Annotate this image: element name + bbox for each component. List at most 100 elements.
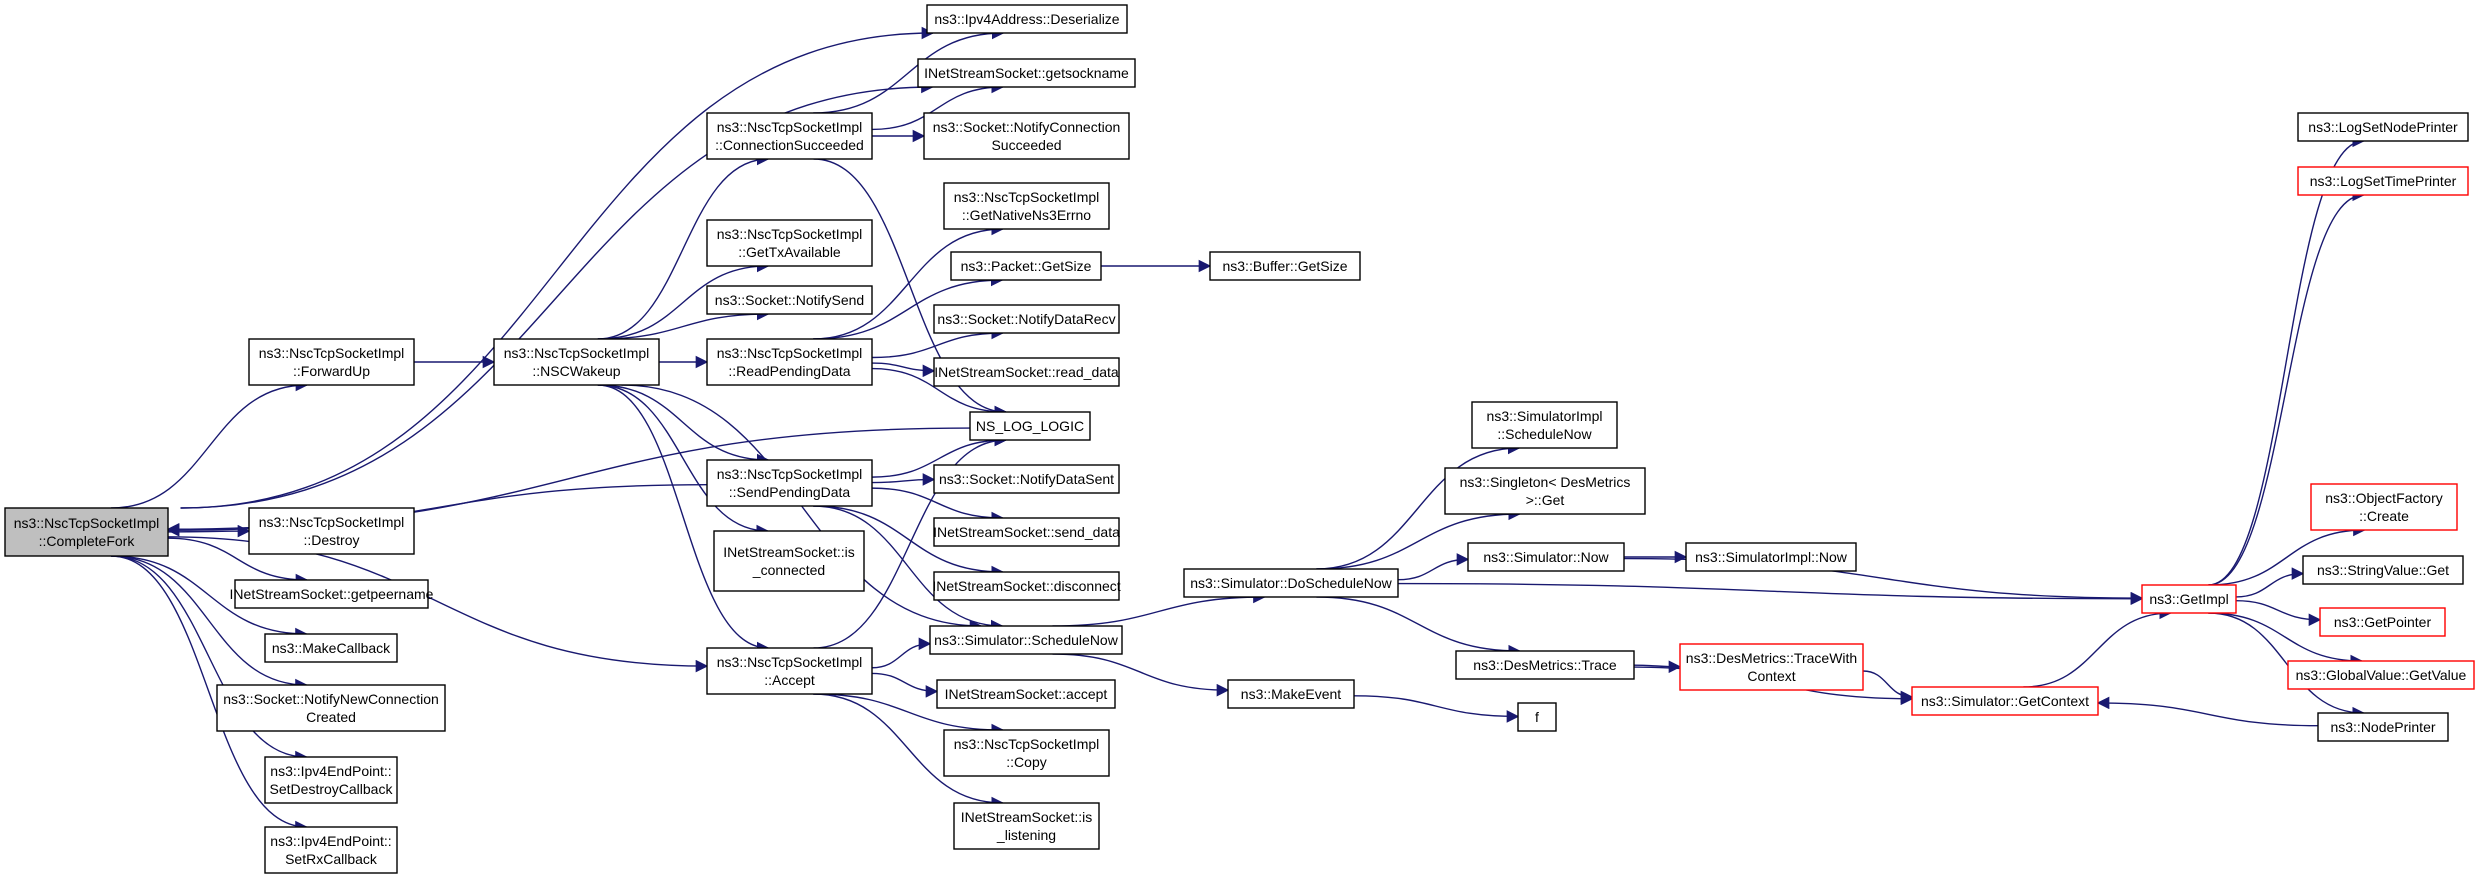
node-label: ns3::MakeCallback	[272, 640, 391, 656]
node-label: SetDestroyCallback	[270, 781, 394, 797]
node-simimpl-schedule-now[interactable]: ns3::SimulatorImpl::ScheduleNow	[1471, 401, 1618, 449]
node-label: ns3::GetImpl	[2149, 591, 2228, 607]
node-log-set-time-printer[interactable]: ns3::LogSetTimePrinter	[2297, 166, 2469, 196]
node-label: ::Accept	[764, 672, 815, 688]
edge-complete-fork-to-set-rx-cb	[110, 555, 308, 834]
edge-read-pending-to-native-errno	[813, 222, 1005, 340]
edge-send-pending-to-ns-log-logic	[871, 433, 1008, 478]
node-box	[943, 182, 1110, 230]
node-destroy[interactable]: ns3::NscTcpSocketImpl::Destroy	[248, 507, 415, 555]
node-nsc-copy[interactable]: ns3::NscTcpSocketImpl::Copy	[943, 729, 1110, 777]
edge-schedule-now-to-do-schedule-now	[1052, 590, 1266, 627]
node-get-impl[interactable]: ns3::GetImpl	[2141, 584, 2237, 614]
node-box	[1444, 467, 1646, 515]
node-get-pointer[interactable]: ns3::GetPointer	[2319, 607, 2446, 637]
node-getpeername[interactable]: INetStreamSocket::getpeername	[230, 579, 434, 609]
node-notify-data-recv[interactable]: ns3::Socket::NotifyDataRecv	[933, 304, 1120, 334]
node-node-printer[interactable]: ns3::NodePrinter	[2317, 712, 2449, 742]
node-label: ns3::MakeEvent	[1241, 686, 1341, 702]
node-is-connected[interactable]: INetStreamSocket::is_connected	[713, 530, 865, 592]
node-complete-fork[interactable]: ns3::NscTcpSocketImpl::CompleteFork	[4, 507, 169, 557]
node-label: ns3::Socket::NotifySend	[715, 292, 864, 308]
node-set-rx-cb[interactable]: ns3::Ipv4EndPoint::SetRxCallback	[264, 826, 398, 874]
node-label: ns3::Packet::GetSize	[961, 258, 1092, 274]
node-string-value-get[interactable]: ns3::StringValue::Get	[2302, 555, 2464, 585]
edge-get-impl-to-string-value-get	[2235, 567, 2305, 598]
node-label: ns3::NscTcpSocketImpl	[717, 466, 863, 482]
node-box	[264, 826, 398, 874]
node-object-factory-create[interactable]: ns3::ObjectFactory::Create	[2310, 483, 2458, 531]
node-label: INetStreamSocket::getsockname	[924, 65, 1129, 81]
edge-get-impl-to-node-printer	[2208, 612, 2365, 720]
node-make-event[interactable]: ns3::MakeEvent	[1227, 679, 1355, 709]
node-simimpl-now[interactable]: ns3::SimulatorImpl::Now	[1685, 542, 1857, 572]
node-label: _listening	[996, 827, 1056, 843]
node-simulator-now[interactable]: ns3::Simulator::Now	[1467, 542, 1625, 572]
node-getsockname[interactable]: INetStreamSocket::getsockname	[917, 58, 1136, 88]
edge-accept-impl-to-is-listening	[813, 693, 1005, 810]
node-native-errno[interactable]: ns3::NscTcpSocketImpl::GetNativeNs3Errno	[943, 182, 1110, 230]
node-schedule-now[interactable]: ns3::Simulator::ScheduleNow	[929, 625, 1123, 655]
node-accept-impl[interactable]: ns3::NscTcpSocketImpl::Accept	[706, 647, 873, 695]
node-label: INetStreamSocket::disconnect	[932, 578, 1120, 594]
node-conn-succeeded[interactable]: ns3::NscTcpSocketImpl::ConnectionSucceed…	[706, 112, 873, 160]
node-box	[706, 285, 873, 315]
edge-send-pending-to-disconnect	[813, 505, 1005, 579]
node-get-tx-avail[interactable]: ns3::NscTcpSocketImpl::GetTxAvailable	[706, 219, 873, 267]
node-set-destroy-cb[interactable]: ns3::Ipv4EndPoint::SetDestroyCallback	[264, 756, 398, 804]
edge-get-impl-to-log-set-time-printer	[2208, 188, 2365, 586]
node-box	[2297, 166, 2469, 196]
node-buffer-getsize[interactable]: ns3::Buffer::GetSize	[1209, 251, 1361, 281]
node-label: INetStreamSocket::is	[723, 544, 855, 560]
node-box	[264, 633, 398, 663]
edge-conn-succeeded-to-getsockname	[871, 80, 1005, 131]
node-box	[248, 507, 415, 555]
node-label: ns3::Socket::NotifyDataRecv	[937, 311, 1115, 327]
node-nsc-wakeup[interactable]: ns3::NscTcpSocketImpl::NSCWakeup	[493, 338, 660, 386]
node-read-data[interactable]: INetStreamSocket::read_data	[933, 357, 1120, 387]
node-disconnect[interactable]: INetStreamSocket::disconnect	[932, 571, 1121, 601]
node-ipv4-deserialize[interactable]: ns3::Ipv4Address::Deserialize	[926, 4, 1128, 34]
node-make-callback[interactable]: ns3::MakeCallback	[264, 633, 398, 663]
node-box	[264, 756, 398, 804]
node-label: ns3::StringValue::Get	[2317, 562, 2449, 578]
edge-do-schedule-now-to-get-impl	[1397, 582, 2144, 606]
edge-get-impl-to-object-factory-create	[2208, 523, 2366, 586]
edge-complete-fork-to-set-destroy-cb	[110, 555, 308, 764]
node-send-pending[interactable]: ns3::NscTcpSocketImpl::SendPendingData	[706, 459, 873, 507]
node-box	[2317, 712, 2449, 742]
node-box	[2319, 607, 2446, 637]
node-ns-log-logic[interactable]: NS_LOG_LOGIC	[969, 411, 1091, 441]
node-label: ns3::NscTcpSocketImpl	[717, 226, 863, 242]
edge-complete-fork-to-notify-new-conn	[110, 555, 308, 692]
node-do-schedule-now[interactable]: ns3::Simulator::DoScheduleNow	[1183, 568, 1399, 598]
node-log-set-node-printer[interactable]: ns3::LogSetNodePrinter	[2297, 112, 2469, 142]
node-get-context[interactable]: ns3::Simulator::GetContext	[1911, 686, 2099, 716]
node-box	[929, 625, 1123, 655]
edge-complete-fork-to-ipv4-deserialize	[180, 26, 935, 509]
node-packet-getsize[interactable]: ns3::Packet::GetSize	[950, 251, 1102, 281]
node-label: ns3::LogSetNodePrinter	[2308, 119, 2458, 135]
node-send-data[interactable]: INetStreamSocket::send_data	[933, 517, 1120, 547]
node-label: INetStreamSocket::send_data	[933, 524, 1120, 540]
node-inet-accept[interactable]: INetStreamSocket::accept	[936, 679, 1116, 709]
node-label: ns3::NodePrinter	[2330, 719, 2435, 735]
edge-send-pending-to-schedule-now	[813, 505, 1004, 633]
node-desmetrics-trace[interactable]: ns3::DesMetrics::Trace	[1455, 650, 1635, 680]
node-f[interactable]: f	[1517, 702, 1557, 732]
node-read-pending[interactable]: ns3::NscTcpSocketImpl::ReadPendingData	[706, 338, 873, 386]
edge-nsc-wakeup-to-accept-impl	[597, 384, 770, 655]
node-box	[234, 579, 429, 609]
node-forward-up[interactable]: ns3::NscTcpSocketImpl::ForwardUp	[248, 338, 415, 386]
node-global-value-get[interactable]: ns3::GlobalValue::GetValue	[2287, 660, 2475, 690]
node-box	[917, 58, 1136, 88]
node-notify-send[interactable]: ns3::Socket::NotifySend	[706, 285, 873, 315]
node-notify-data-sent[interactable]: ns3::Socket::NotifyDataSent	[933, 464, 1120, 494]
node-is-listening[interactable]: INetStreamSocket::is_listening	[953, 802, 1100, 850]
node-singleton-get[interactable]: ns3::Singleton< DesMetrics>::Get	[1444, 467, 1646, 515]
node-box	[1467, 542, 1625, 572]
edge-nsc-wakeup-to-notify-send	[597, 307, 770, 340]
